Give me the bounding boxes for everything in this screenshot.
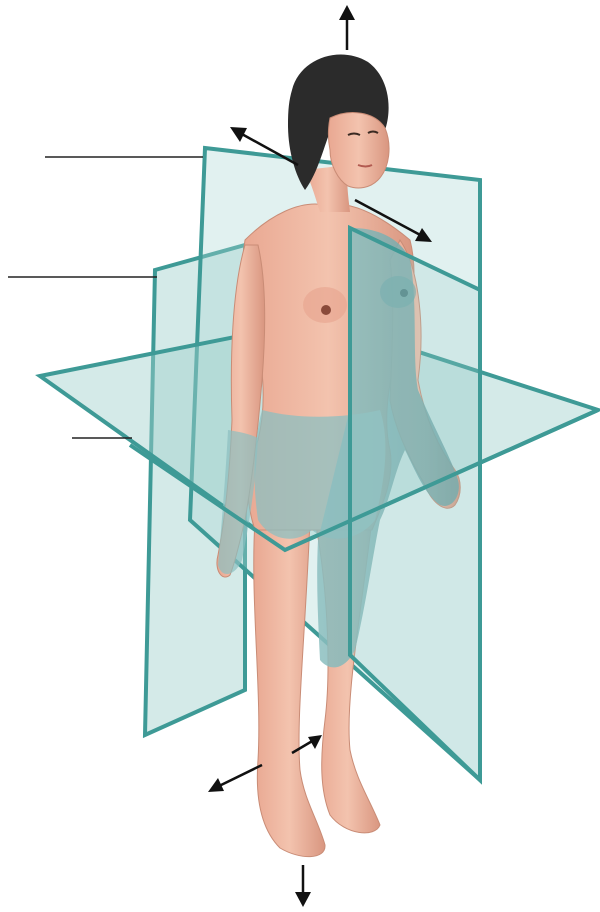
arrow-lateral [208, 765, 262, 792]
breast-left [303, 287, 347, 323]
arrow-down [295, 865, 311, 907]
sagittal-plane-front [350, 228, 480, 780]
nipple-left [321, 305, 331, 315]
arrow-up [339, 5, 355, 50]
